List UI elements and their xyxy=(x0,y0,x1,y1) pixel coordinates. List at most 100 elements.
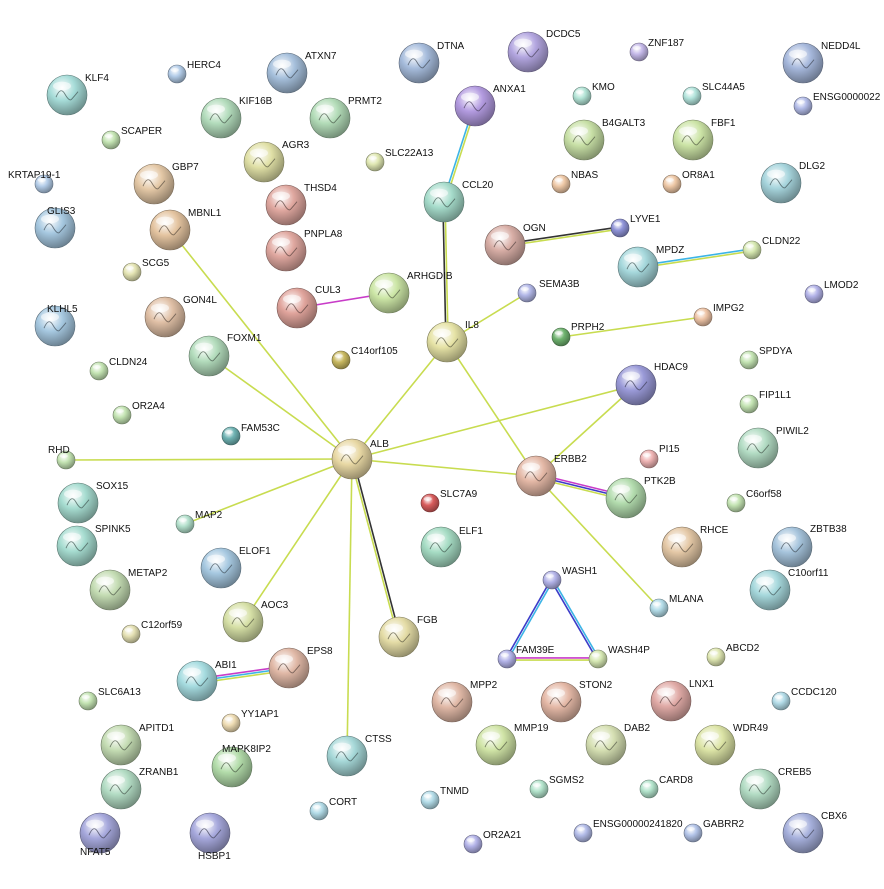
node-bubble[interactable] xyxy=(100,768,142,810)
node-bubble[interactable] xyxy=(507,31,549,73)
node-sox15[interactable]: SOX15 xyxy=(57,481,129,524)
node-scaper[interactable]: SCAPER xyxy=(101,126,162,150)
node-cldn22[interactable]: CLDN22 xyxy=(742,236,801,260)
node-cul3[interactable]: CUL3 xyxy=(276,285,341,329)
node-bubble[interactable] xyxy=(423,181,465,223)
node-bubble[interactable] xyxy=(515,455,557,497)
node-c12orf59[interactable]: C12orf59 xyxy=(121,620,183,644)
node-elof1[interactable]: ELOF1 xyxy=(200,546,271,589)
node-nfat5[interactable]: NFAT5 xyxy=(79,812,121,858)
node-bubble[interactable] xyxy=(610,218,630,238)
node-or2a4[interactable]: OR2A4 xyxy=(112,401,165,425)
node-bubble[interactable] xyxy=(517,283,537,303)
node-ensg0000022[interactable]: ENSG0000022 xyxy=(793,92,881,116)
node-bubble[interactable] xyxy=(426,321,468,363)
node-bubble[interactable] xyxy=(122,262,142,282)
node-spink5[interactable]: SPINK5 xyxy=(56,524,131,567)
node-kmo[interactable]: KMO xyxy=(572,82,615,106)
node-abi1[interactable]: ABI1 xyxy=(176,660,237,702)
node-bubble[interactable] xyxy=(683,823,703,843)
node-bubble[interactable] xyxy=(605,477,647,519)
node-dab2[interactable]: DAB2 xyxy=(585,723,651,766)
node-elf1[interactable]: ELF1 xyxy=(420,526,483,568)
node-prmt2[interactable]: PRMT2 xyxy=(309,96,382,139)
node-bubble[interactable] xyxy=(243,141,285,183)
node-bubble[interactable] xyxy=(265,230,307,272)
node-scg5[interactable]: SCG5 xyxy=(122,258,170,282)
node-mpp2[interactable]: MPP2 xyxy=(431,680,498,723)
node-bubble[interactable] xyxy=(222,601,264,643)
node-metap2[interactable]: METAP2 xyxy=(89,568,168,611)
node-fbf1[interactable]: FBF1 xyxy=(672,118,736,161)
node-ston2[interactable]: STON2 xyxy=(540,680,613,723)
node-bubble[interactable] xyxy=(693,307,713,327)
node-bubble[interactable] xyxy=(782,42,824,84)
node-apitd1[interactable]: APITD1 xyxy=(100,723,174,766)
node-bubble[interactable] xyxy=(706,647,726,667)
node-fam39e[interactable]: FAM39E xyxy=(497,645,555,669)
node-card8[interactable]: CARD8 xyxy=(639,775,693,799)
node-bubble[interactable] xyxy=(782,812,824,854)
node-glis3[interactable]: GLIS3 xyxy=(34,206,76,249)
node-pnpla8[interactable]: PNPLA8 xyxy=(265,229,343,272)
node-c14orf105[interactable]: C14orf105 xyxy=(331,346,398,370)
node-slc7a9[interactable]: SLC7A9 xyxy=(420,489,478,513)
node-gabrr2[interactable]: GABRR2 xyxy=(683,819,745,843)
node-bubble[interactable] xyxy=(649,598,669,618)
node-bubble[interactable] xyxy=(662,174,682,194)
node-ctss[interactable]: CTSS xyxy=(326,734,392,777)
node-bubble[interactable] xyxy=(737,427,779,469)
node-slc22a13[interactable]: SLC22A13 xyxy=(365,148,434,172)
node-prph2[interactable]: PRPH2 xyxy=(551,322,605,347)
node-bubble[interactable] xyxy=(529,779,549,799)
node-bubble[interactable] xyxy=(56,525,98,567)
node-bubble[interactable] xyxy=(89,569,131,611)
node-bubble[interactable] xyxy=(726,493,746,513)
node-sema3b[interactable]: SEMA3B xyxy=(517,279,580,303)
node-bubble[interactable] xyxy=(365,152,385,172)
node-zbtb38[interactable]: ZBTB38 xyxy=(771,524,847,568)
node-mpdz[interactable]: MPDZ xyxy=(617,245,684,288)
node-bubble[interactable] xyxy=(793,96,813,116)
node-bubble[interactable] xyxy=(420,526,462,568)
node-abcd2[interactable]: ABCD2 xyxy=(706,643,760,667)
node-bubble[interactable] xyxy=(309,97,351,139)
node-creb5[interactable]: CREB5 xyxy=(739,767,812,810)
node-bubble[interactable] xyxy=(639,449,659,469)
node-bubble[interactable] xyxy=(739,350,759,370)
node-fam53c[interactable]: FAM53C xyxy=(221,423,280,446)
node-bubble[interactable] xyxy=(742,240,762,260)
node-ccdc120[interactable]: CCDC120 xyxy=(771,687,837,711)
node-bubble[interactable] xyxy=(221,426,241,446)
node-ogn[interactable]: OGN xyxy=(484,223,546,266)
node-bubble[interactable] xyxy=(266,52,308,94)
node-bubble[interactable] xyxy=(133,163,175,205)
node-bubble[interactable] xyxy=(276,287,318,329)
node-bubble[interactable] xyxy=(739,768,781,810)
node-znf187[interactable]: ZNF187 xyxy=(629,38,685,62)
node-bubble[interactable] xyxy=(661,526,703,568)
node-agr3[interactable]: AGR3 xyxy=(243,140,310,183)
node-bubble[interactable] xyxy=(484,224,526,266)
node-cort[interactable]: CORT xyxy=(309,797,357,821)
node-bubble[interactable] xyxy=(760,162,802,204)
node-bubble[interactable] xyxy=(563,119,605,161)
node-bubble[interactable] xyxy=(331,438,373,480)
node-bubble[interactable] xyxy=(200,547,242,589)
node-bubble[interactable] xyxy=(739,394,759,414)
node-cldn24[interactable]: CLDN24 xyxy=(89,357,148,381)
node-bubble[interactable] xyxy=(221,713,241,733)
node-gbp7[interactable]: GBP7 xyxy=(133,162,199,205)
node-bubble[interactable] xyxy=(78,691,98,711)
node-dlg2[interactable]: DLG2 xyxy=(760,161,826,204)
node-bubble[interactable] xyxy=(268,647,310,689)
node-slc6a13[interactable]: SLC6A13 xyxy=(78,687,141,711)
node-bubble[interactable] xyxy=(57,482,99,524)
node-bubble[interactable] xyxy=(475,724,517,766)
node-yy1ap1[interactable]: YY1AP1 xyxy=(221,709,279,733)
node-bubble[interactable] xyxy=(175,514,195,534)
node-bubble[interactable] xyxy=(672,119,714,161)
node-bubble[interactable] xyxy=(378,616,420,658)
node-dcdc5[interactable]: DCDC5 xyxy=(507,29,581,73)
node-cbx6[interactable]: CBX6 xyxy=(782,811,848,854)
